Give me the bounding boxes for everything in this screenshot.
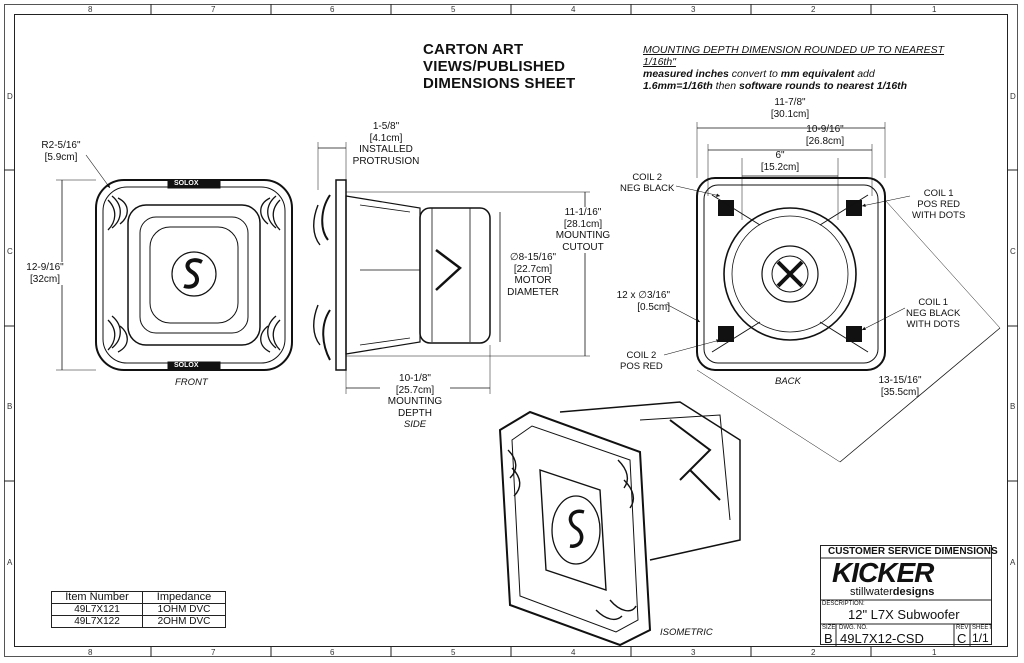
note-line1: MOUNTING DEPTH DIMENSION ROUNDED UP TO N… xyxy=(643,44,945,56)
zone-top-1: 1 xyxy=(932,5,937,14)
sheet-title-line2: VIEWS/PUBLISHED xyxy=(423,58,566,75)
back-inner-dim: 6"[15.2cm] xyxy=(760,150,800,173)
table-header-row: Item Number Impedance xyxy=(51,591,226,604)
front-brand-bottom: SOLOX xyxy=(174,362,199,369)
zone-left-c: C xyxy=(7,247,13,256)
title-block-header: CUSTOMER SERVICE DIMENSIONS xyxy=(828,546,998,557)
isometric-view xyxy=(498,401,741,647)
front-view xyxy=(56,154,293,371)
zone-bottom-4: 4 xyxy=(571,648,576,657)
rounding-note: MOUNTING DEPTH DIMENSION ROUNDED UP TO N… xyxy=(643,44,973,92)
rev-label: REV xyxy=(956,625,969,631)
back-view xyxy=(663,122,1001,463)
sheet-title-line3: DIMENSIONS SHEET xyxy=(423,75,576,92)
dwg-number: 49L7X12-CSD xyxy=(840,631,924,646)
drawing-frame xyxy=(14,14,1008,647)
size-label: SIZE xyxy=(822,625,836,631)
note-line3: measured inches convert to mm equivalent… xyxy=(643,68,875,80)
kicker-logo: KICKER xyxy=(832,557,934,588)
isometric-caption: ISOMETRIC xyxy=(660,627,713,638)
side-caption: SIDE xyxy=(403,419,427,430)
zone-top-8: 8 xyxy=(88,5,93,14)
zone-right-c: C xyxy=(1010,247,1016,256)
zone-bottom-8: 8 xyxy=(88,648,93,657)
dwg-label: DWG. NO. xyxy=(839,625,868,631)
zone-top-5: 5 xyxy=(451,5,456,14)
zone-bottom-5: 5 xyxy=(451,648,456,657)
zone-bottom-6: 6 xyxy=(330,648,335,657)
title-block xyxy=(820,545,992,645)
zone-left-b: B xyxy=(7,402,13,411)
rev-value: C xyxy=(957,631,967,646)
zone-bottom-2: 2 xyxy=(811,648,816,657)
zone-right-b: B xyxy=(1010,402,1016,411)
back-caption: BACK xyxy=(775,376,801,387)
zone-top-7: 7 xyxy=(211,5,216,14)
table-row: 49L7X122 2OHM DVC xyxy=(51,615,226,628)
front-height-dim: 12-9/16"[32cm] xyxy=(24,262,66,285)
zone-top-4: 4 xyxy=(571,5,576,14)
back-diag-dim: 13-15/16"[35.5cm] xyxy=(878,375,922,398)
front-caption: FRONT xyxy=(175,377,208,388)
zone-left-a: A xyxy=(7,558,13,567)
table-header-item: Item Number xyxy=(51,591,143,604)
zone-top-6: 6 xyxy=(330,5,335,14)
table-row: 49L7X121 1OHM DVC xyxy=(51,603,226,616)
title-block-grid xyxy=(820,557,992,646)
back-bolt-dim: 10-9/16"[26.8cm] xyxy=(805,124,845,147)
sheet-label: SHEET xyxy=(972,625,993,631)
front-radius-dim: R2-5/16"[5.9cm] xyxy=(41,140,81,163)
note-line4: 1.6mm=1/16th then software rounds to nea… xyxy=(643,80,908,92)
zone-left-d: D xyxy=(7,92,13,101)
zone-right-d: D xyxy=(1010,92,1016,101)
sheet-title-line1: CARTON ART xyxy=(423,41,524,58)
zone-bottom-1: 1 xyxy=(932,648,937,657)
zone-top-3: 3 xyxy=(691,5,696,14)
zone-top-2: 2 xyxy=(811,5,816,14)
back-holes-dim: 12 x ∅3/16"[0.5cm] xyxy=(616,290,670,313)
side-view xyxy=(313,142,590,394)
description-value: 12" L7X Subwoofer xyxy=(848,607,960,622)
table-header-impedance: Impedance xyxy=(142,591,226,604)
stillwater-logo: stillwaterdesigns xyxy=(850,586,935,598)
note-line2: 1/16th" xyxy=(643,56,676,68)
back-width-dim: 11-7/8"[30.1cm] xyxy=(770,97,810,120)
front-brand-top: SOLOX xyxy=(174,180,199,187)
size-value: B xyxy=(824,631,833,646)
sheet-title: CARTON ART VIEWS/PUBLISHED DIMENSIONS SH… xyxy=(423,41,575,92)
item-impedance-table: Item Number Impedance 49L7X121 1OHM DVC … xyxy=(51,591,226,628)
zone-bottom-7: 7 xyxy=(211,648,216,657)
sheet-value: 1/1 xyxy=(972,631,989,645)
description-label: DESCRIPTION: xyxy=(822,601,865,607)
zone-bottom-3: 3 xyxy=(691,648,696,657)
zone-right-a: A xyxy=(1010,558,1016,567)
